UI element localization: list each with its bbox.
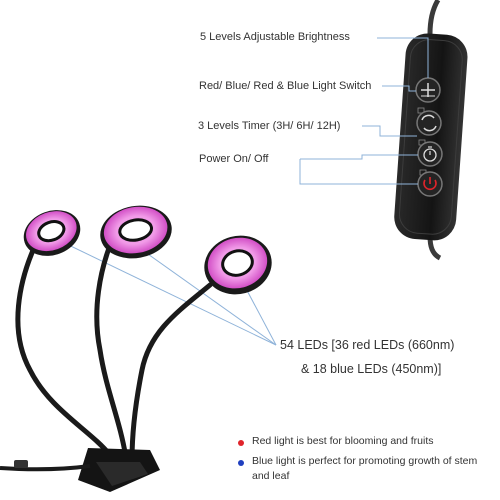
timer-icon[interactable] [417, 141, 443, 167]
cycle-icon[interactable] [416, 110, 442, 136]
led-count-line2: & 18 blue LEDs (450nm)] [301, 362, 442, 376]
controller [394, 33, 468, 241]
label-timer: 3 Levels Timer (3H/ 6H/ 12H) [198, 120, 341, 132]
led-ring-middle [100, 205, 172, 259]
power-icon[interactable] [417, 171, 443, 197]
label-light-switch: Red/ Blue/ Red & Blue Light Switch [199, 80, 372, 92]
leader-lines [299, 37, 429, 185]
note-blue-light: Blue light is perfect for promoting grow… [252, 455, 478, 482]
gooseneck-arms [15, 237, 213, 463]
led-count-line1: 54 LEDs [36 red LEDs (660nm) [280, 338, 455, 352]
top-cable [427, 0, 441, 35]
plus-icon[interactable] [415, 77, 441, 103]
blue-dot [238, 460, 244, 466]
led-ring-left [23, 210, 81, 256]
clip-base [0, 448, 160, 492]
label-brightness: 5 Levels Adjustable Brightness [200, 31, 350, 43]
led-ring-right [204, 235, 272, 295]
red-dot [238, 440, 244, 446]
note-red-light: Red light is best for blooming and fruit… [252, 435, 434, 447]
label-power: Power On/ Off [199, 153, 269, 165]
